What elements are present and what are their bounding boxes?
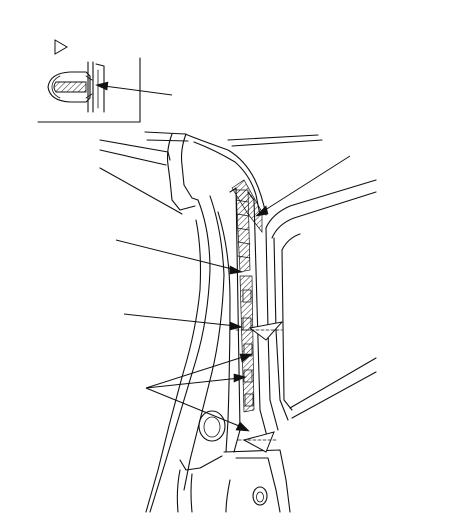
detail-inset-frame — [37, 57, 141, 123]
leader-line-4 — [145, 355, 247, 389]
leader-line-2 — [115, 239, 237, 271]
leader-lines — [115, 155, 351, 432]
leader-arrow-3 — [229, 321, 243, 331]
hatched-clip-strip-lower — [239, 275, 255, 413]
leader-line-3 — [123, 313, 237, 327]
clip-hatched-section — [53, 81, 87, 93]
leader-line-5 — [145, 377, 241, 389]
leader-line-6 — [145, 387, 245, 429]
leader-arrow-6 — [235, 421, 250, 432]
hollow-arrow-lower — [242, 431, 275, 453]
main-panel — [99, 131, 377, 513]
window-frame — [265, 179, 377, 431]
leader-line-clip — [103, 85, 173, 96]
leader-arrow-2 — [229, 265, 243, 275]
small-grommet — [252, 486, 268, 506]
detail-inset — [37, 39, 173, 123]
clip-detail — [47, 61, 105, 113]
arrow-clip — [95, 81, 109, 91]
leader-line-1 — [261, 155, 351, 213]
hollow-arrow-upper — [248, 321, 284, 341]
leader-arrow-5 — [233, 373, 247, 383]
grommet-hole — [198, 410, 226, 442]
leader-arrow-4 — [239, 353, 253, 363]
leader-arrow-1 — [255, 205, 269, 217]
hatched-corner-piece — [231, 179, 263, 234]
hollow-triangle-icon — [54, 39, 68, 55]
